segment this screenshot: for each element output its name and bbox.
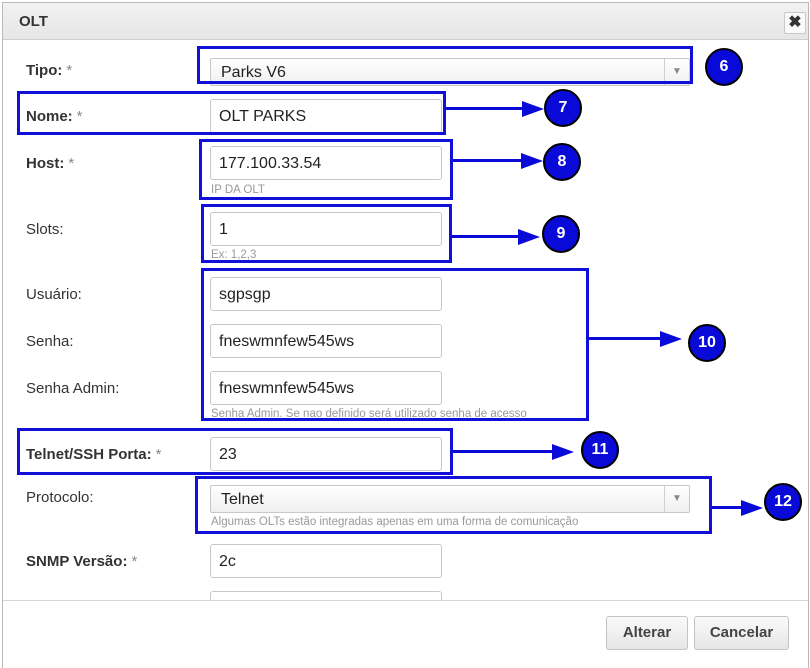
porta-label: Telnet/SSH Porta:* xyxy=(26,446,161,463)
slots-label: Slots: xyxy=(26,221,64,238)
host-hint: IP DA OLT xyxy=(211,184,265,196)
dialog-title: OLT xyxy=(19,13,48,30)
form-body: Tipo:* Parks V6 ▼ Nome:* OLT PARKS Host:… xyxy=(3,40,808,600)
required-mark: * xyxy=(66,62,73,79)
host-input[interactable]: 177.100.33.54 xyxy=(210,146,442,180)
senha-admin-hint: Senha Admin. Se nao definido será utiliz… xyxy=(211,408,527,420)
required-mark: * xyxy=(68,155,75,172)
annotation-box-6 xyxy=(197,46,693,84)
arrow-head-icon xyxy=(741,500,763,516)
nome-label: Nome:* xyxy=(26,108,83,125)
protocolo-select[interactable]: Telnet ▼ xyxy=(210,485,690,513)
arrow-head-icon xyxy=(521,153,543,169)
dialog-titlebar: OLT ✖ xyxy=(3,3,808,40)
protocolo-value: Telnet xyxy=(221,491,264,508)
arrow-head-icon xyxy=(518,229,540,245)
senha-admin-label: Senha Admin: xyxy=(26,380,120,397)
arrow-head-icon xyxy=(522,101,544,117)
snmp-label: SNMP Versão:* xyxy=(26,553,137,570)
dialog-footer: Alterar Cancelar xyxy=(3,600,808,668)
tipo-label-text: Tipo: xyxy=(26,62,63,79)
host-label-text: Host: xyxy=(26,155,65,172)
porta-input[interactable]: 23 xyxy=(210,437,442,471)
annotation-arrow-11 xyxy=(453,450,556,453)
annotation-badge-8: 8 xyxy=(543,143,581,181)
triangle-down-icon: ▼ xyxy=(664,59,689,85)
tipo-label: Tipo:* xyxy=(26,62,72,79)
required-mark: * xyxy=(155,446,162,463)
slots-input[interactable]: 1 xyxy=(210,212,442,246)
annotation-box-10 xyxy=(201,268,589,421)
annotation-box-12 xyxy=(195,476,712,534)
annotation-arrow-8 xyxy=(453,159,525,162)
snmp-input[interactable]: 2c xyxy=(210,544,442,578)
annotation-badge-12: 12 xyxy=(764,483,802,521)
annotation-badge-11: 11 xyxy=(581,431,619,469)
tipo-value: Parks V6 xyxy=(221,64,286,81)
cancelar-button[interactable]: Cancelar xyxy=(694,616,789,650)
snmp-label-text: SNMP Versão: xyxy=(26,553,128,570)
protocolo-label: Protocolo: xyxy=(26,489,94,506)
arrow-head-icon xyxy=(552,444,574,460)
senha-input[interactable]: fneswmnfew545ws xyxy=(210,324,442,358)
annotation-box-7 xyxy=(17,91,446,135)
annotation-badge-9: 9 xyxy=(542,215,580,253)
senha-label: Senha: xyxy=(26,333,74,350)
porta-label-text: Telnet/SSH Porta: xyxy=(26,446,152,463)
arrow-head-icon xyxy=(660,331,682,347)
required-mark: * xyxy=(131,553,138,570)
annotation-arrow-10 xyxy=(589,337,664,340)
annotation-arrow-9 xyxy=(452,235,522,238)
next-input[interactable] xyxy=(210,591,442,600)
slots-hint: Ex: 1,2,3 xyxy=(211,249,257,261)
annotation-arrow-12 xyxy=(712,506,745,509)
annotation-box-8 xyxy=(199,139,453,200)
host-label: Host:* xyxy=(26,155,74,172)
senha-admin-input[interactable]: fneswmnfew545ws xyxy=(210,371,442,405)
protocolo-hint: Algumas OLTs estão integradas apenas em … xyxy=(211,516,579,528)
annotation-badge-7: 7 xyxy=(544,89,582,127)
nome-label-text: Nome: xyxy=(26,108,73,125)
triangle-down-icon: ▼ xyxy=(664,486,689,512)
annotation-arrow-7 xyxy=(446,107,526,110)
annotation-box-11 xyxy=(17,428,453,475)
usuario-input[interactable]: sgpsgp xyxy=(210,277,442,311)
annotation-badge-6: 6 xyxy=(705,48,743,86)
annotation-box-9 xyxy=(201,204,452,263)
close-icon[interactable]: ✖ xyxy=(784,12,806,34)
annotation-badge-10: 10 xyxy=(688,324,726,362)
nome-input[interactable]: OLT PARKS xyxy=(210,99,442,133)
alterar-button[interactable]: Alterar xyxy=(606,616,688,650)
required-mark: * xyxy=(76,108,83,125)
usuario-label: Usuário: xyxy=(26,286,82,303)
